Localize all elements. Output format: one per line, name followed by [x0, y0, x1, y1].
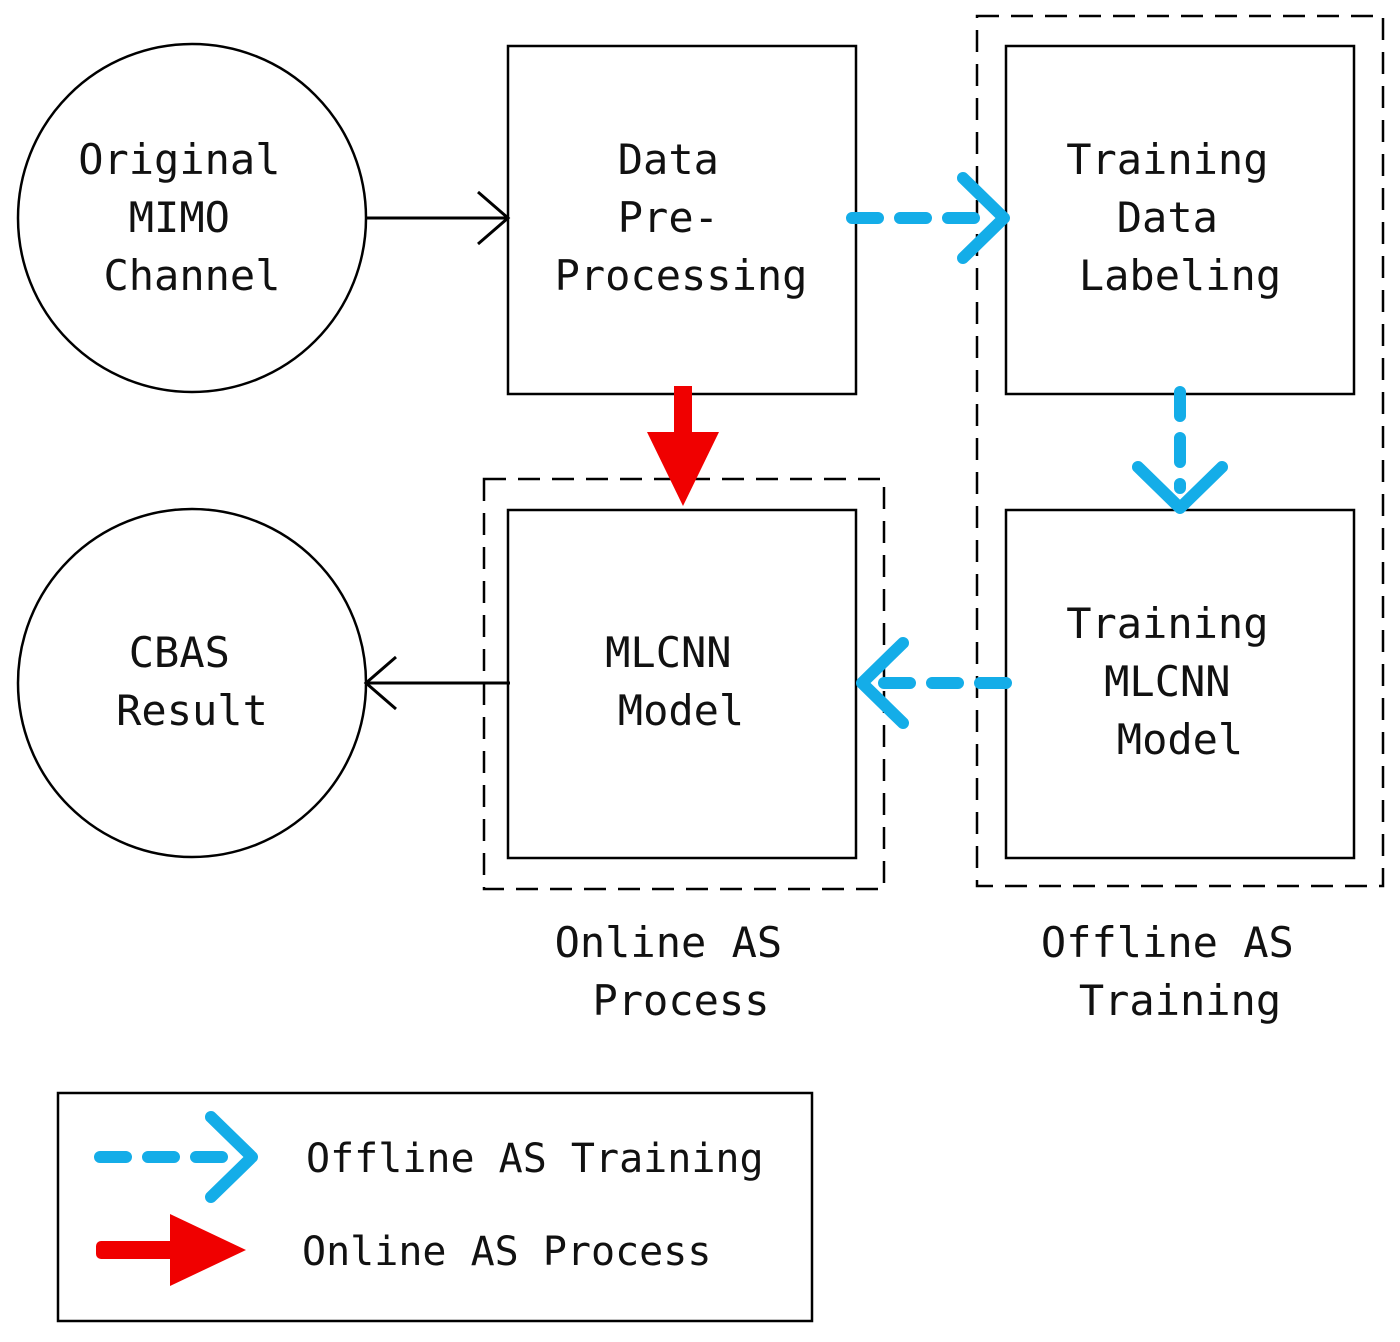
- legend-online-label: Online AS Process: [302, 1229, 711, 1275]
- training-mlcnn-model-node: Training MLCNN Model: [1004, 508, 1356, 860]
- offline-training-group-box: [975, 14, 1385, 888]
- svg-text:Training Data Labe: Training Data Labeling: [1066, 135, 1294, 300]
- training-data-labeling-label-line-1: Training: [1066, 135, 1268, 184]
- legend-offline-dashed-arrow-icon: [94, 1111, 258, 1203]
- online-process-group-caption: Online AS Process: [555, 918, 808, 1025]
- training-mlcnn-model-label-line-3: Model: [1117, 715, 1243, 764]
- cbas-result-label-line-1: CBAS: [129, 628, 230, 677]
- training-to-model-arrow: [856, 637, 1012, 729]
- svg-text:CBAS Result: CBAS Result: [116, 628, 268, 735]
- channel-to-preprocessing-arrow: [366, 190, 511, 246]
- svg-text:Original MIMO Chan: Original MIMO Channel: [78, 135, 306, 300]
- data-pre-processing-label-line-3: Processing: [555, 251, 808, 300]
- model-to-result-arrow: [363, 655, 510, 711]
- original-mimo-channel-label-line-1: Original: [78, 135, 280, 184]
- cbas-result-label-line-2: Result: [116, 686, 268, 735]
- legend-online-arrow-icon: [96, 1214, 246, 1286]
- legend: Offline AS Training Online AS Process: [56, 1091, 814, 1323]
- svg-text:Training MLCNN Mod: Training MLCNN Model: [1066, 599, 1294, 764]
- training-data-labeling-label-line-2: Data: [1117, 193, 1218, 242]
- original-mimo-channel-node: Original MIMO Channel: [16, 42, 368, 394]
- original-mimo-channel-label-line-3: Channel: [103, 251, 280, 300]
- data-pre-processing-node: Data Pre- Processing: [506, 44, 858, 396]
- data-pre-processing-label-line-1: Data: [618, 135, 719, 184]
- offline-training-group-caption: Offline AS Training: [1041, 918, 1319, 1025]
- original-mimo-channel-label-line-2: MIMO: [129, 193, 230, 242]
- preprocessing-to-model-arrow: [647, 386, 719, 506]
- offline-group-caption-line-1: Offline AS: [1041, 918, 1294, 967]
- training-data-labeling-node: Training Data Labeling: [1004, 44, 1356, 396]
- mlcnn-model-label-line-2: Model: [618, 686, 744, 735]
- mlcnn-model-node: MLCNN Model: [506, 508, 858, 860]
- preprocessing-to-labeling-arrow: [846, 172, 1010, 264]
- cbas-result-node: CBAS Result: [16, 507, 368, 859]
- online-group-caption-line-1: Online AS: [555, 918, 783, 967]
- offline-group-caption-line-2: Training: [1079, 976, 1281, 1025]
- svg-text:Data Pre- Processi: Data Pre- Processing: [555, 135, 808, 300]
- svg-text:MLCNN Model: MLCNN Model: [605, 628, 757, 735]
- legend-box: [56, 1091, 814, 1323]
- training-mlcnn-model-label-line-2: MLCNN: [1104, 657, 1230, 706]
- labeling-to-training-arrow: [1132, 386, 1228, 514]
- mlcnn-model-label-line-1: MLCNN: [605, 628, 731, 677]
- legend-offline-label: Offline AS Training: [306, 1136, 764, 1182]
- training-mlcnn-model-label-line-1: Training: [1066, 599, 1268, 648]
- data-pre-processing-label-line-2: Pre-: [618, 193, 719, 242]
- training-data-labeling-label-line-3: Labeling: [1079, 251, 1281, 300]
- online-group-caption-line-2: Process: [592, 976, 769, 1025]
